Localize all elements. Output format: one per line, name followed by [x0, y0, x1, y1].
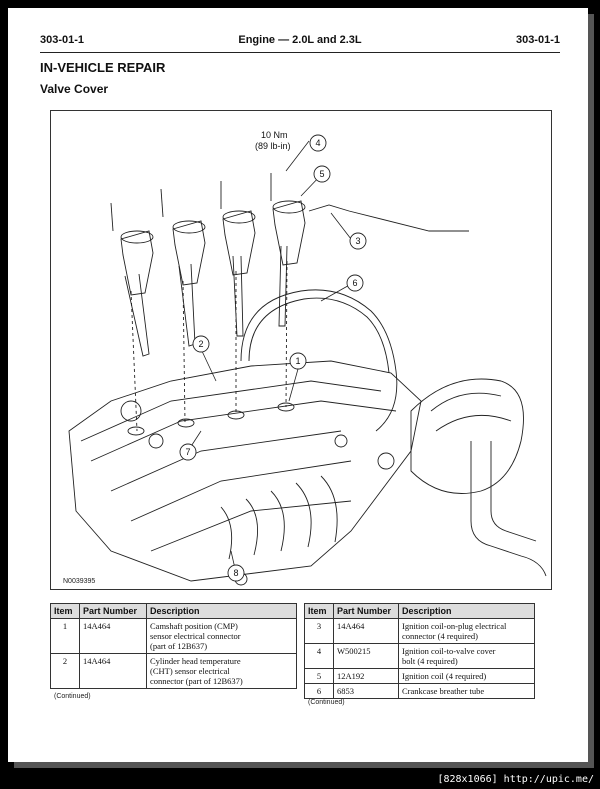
callout-number-5: 5	[319, 169, 324, 179]
item-number: 1	[50, 618, 80, 654]
header-page-number-left: 303-01-1	[40, 34, 85, 46]
continued-note-right: (Continued)	[308, 699, 345, 706]
callout-circle-3	[349, 232, 367, 250]
callout-number-1: 1	[295, 356, 300, 366]
callout-number-8: 8	[233, 568, 238, 578]
table-row: 1 14A464 Camshaft position (CMP) sensor …	[50, 618, 297, 654]
part-description: Ignition coil-to-valve cover bolt (4 req…	[398, 643, 535, 669]
table-row: 3 14A464 Ignition coil-on-plug electrica…	[304, 618, 535, 644]
coil-bolts	[110, 173, 288, 432]
item-number: 2	[50, 653, 80, 689]
callout-number-2: 2	[198, 339, 203, 349]
parts-table-left: Item Part Number Description 1 14A464 Ca…	[50, 603, 297, 689]
item-number: 5	[304, 668, 334, 684]
image-host-footer: [828x1066] http://upic.me/	[437, 774, 594, 785]
table-row: 4 W500215 Ignition coil-to-valve cover b…	[304, 643, 535, 669]
part-description: Camshaft position (CMP) sensor electrica…	[146, 618, 297, 654]
col-header-description: Description	[146, 603, 297, 619]
engine-line-drawing: 10 Nm (89 lb-in) 1 2 3 4 5 6 7 8	[68, 130, 547, 586]
table-row: 2 14A464 Cylinder head temperature (CHT)…	[50, 653, 297, 689]
col-header-item: Item	[304, 603, 334, 619]
throttle-body	[410, 378, 524, 494]
callout-circle-2	[192, 335, 210, 353]
coil-connector-harness	[308, 204, 469, 232]
torque-spec-lbin: (89 lb-in)	[255, 141, 291, 151]
item-number: 4	[304, 643, 334, 669]
item-number: 6	[304, 683, 334, 699]
part-description: Ignition coil (4 required)	[398, 668, 535, 684]
callout-circle-4	[309, 134, 327, 152]
part-number: 14A464	[79, 618, 147, 654]
callout-circle-8	[227, 564, 245, 582]
ignition-coils	[120, 200, 306, 357]
intake-tube	[470, 441, 547, 577]
part-number: 12A192	[333, 668, 399, 684]
callout-circle-6	[346, 274, 364, 292]
callout-circle-5	[313, 165, 331, 183]
col-header-item: Item	[50, 603, 80, 619]
part-description: Ignition coil-on-plug electrical connect…	[398, 618, 535, 644]
callout-number-4: 4	[315, 138, 320, 148]
item-number: 3	[304, 618, 334, 644]
part-number: 14A464	[333, 618, 399, 644]
header-chapter-title: Engine — 2.0L and 2.3L	[238, 34, 362, 46]
continued-note-left: (Continued)	[54, 693, 91, 700]
col-header-part-number: Part Number	[79, 603, 147, 619]
crankcase-breather-tube	[240, 289, 398, 432]
header-divider	[40, 52, 560, 53]
part-number: W500215	[333, 643, 399, 669]
callout-circle-7	[179, 443, 197, 461]
callout-leaders	[187, 140, 354, 574]
engine-illustration: 10 Nm (89 lb-in) 1 2 3 4 5 6 7 8 N003939…	[50, 110, 552, 590]
part-description: Cylinder head temperature (CHT) sensor e…	[146, 653, 297, 689]
header-page-number-right: 303-01-1	[515, 34, 560, 46]
cylinder-head-outline	[68, 360, 422, 582]
callout-number-3: 3	[355, 236, 360, 246]
col-header-description: Description	[398, 603, 535, 619]
part-description: Crankcase breather tube	[398, 683, 535, 699]
table-row: 5 12A192 Ignition coil (4 required)	[304, 668, 535, 684]
callout-number-6: 6	[352, 278, 357, 288]
parts-table-right: Item Part Number Description 3 14A464 Ig…	[304, 603, 535, 699]
callout-number-7: 7	[185, 447, 190, 457]
figure-code: N0039395	[63, 578, 96, 585]
table-row: 6 6853 Crankcase breather tube	[304, 683, 535, 699]
section-title: IN-VEHICLE REPAIR	[40, 60, 166, 75]
col-header-part-number: Part Number	[333, 603, 399, 619]
subsection-title: Valve Cover	[40, 82, 109, 96]
page-header: 303-01-1 Engine — 2.0L and 2.3L 303-01-1	[40, 34, 560, 50]
callout-markers	[179, 134, 367, 582]
callout-circle-1	[289, 352, 307, 370]
torque-spec-nm: 10 Nm	[261, 130, 288, 140]
part-number: 14A464	[79, 653, 147, 689]
part-number: 6853	[333, 683, 399, 699]
